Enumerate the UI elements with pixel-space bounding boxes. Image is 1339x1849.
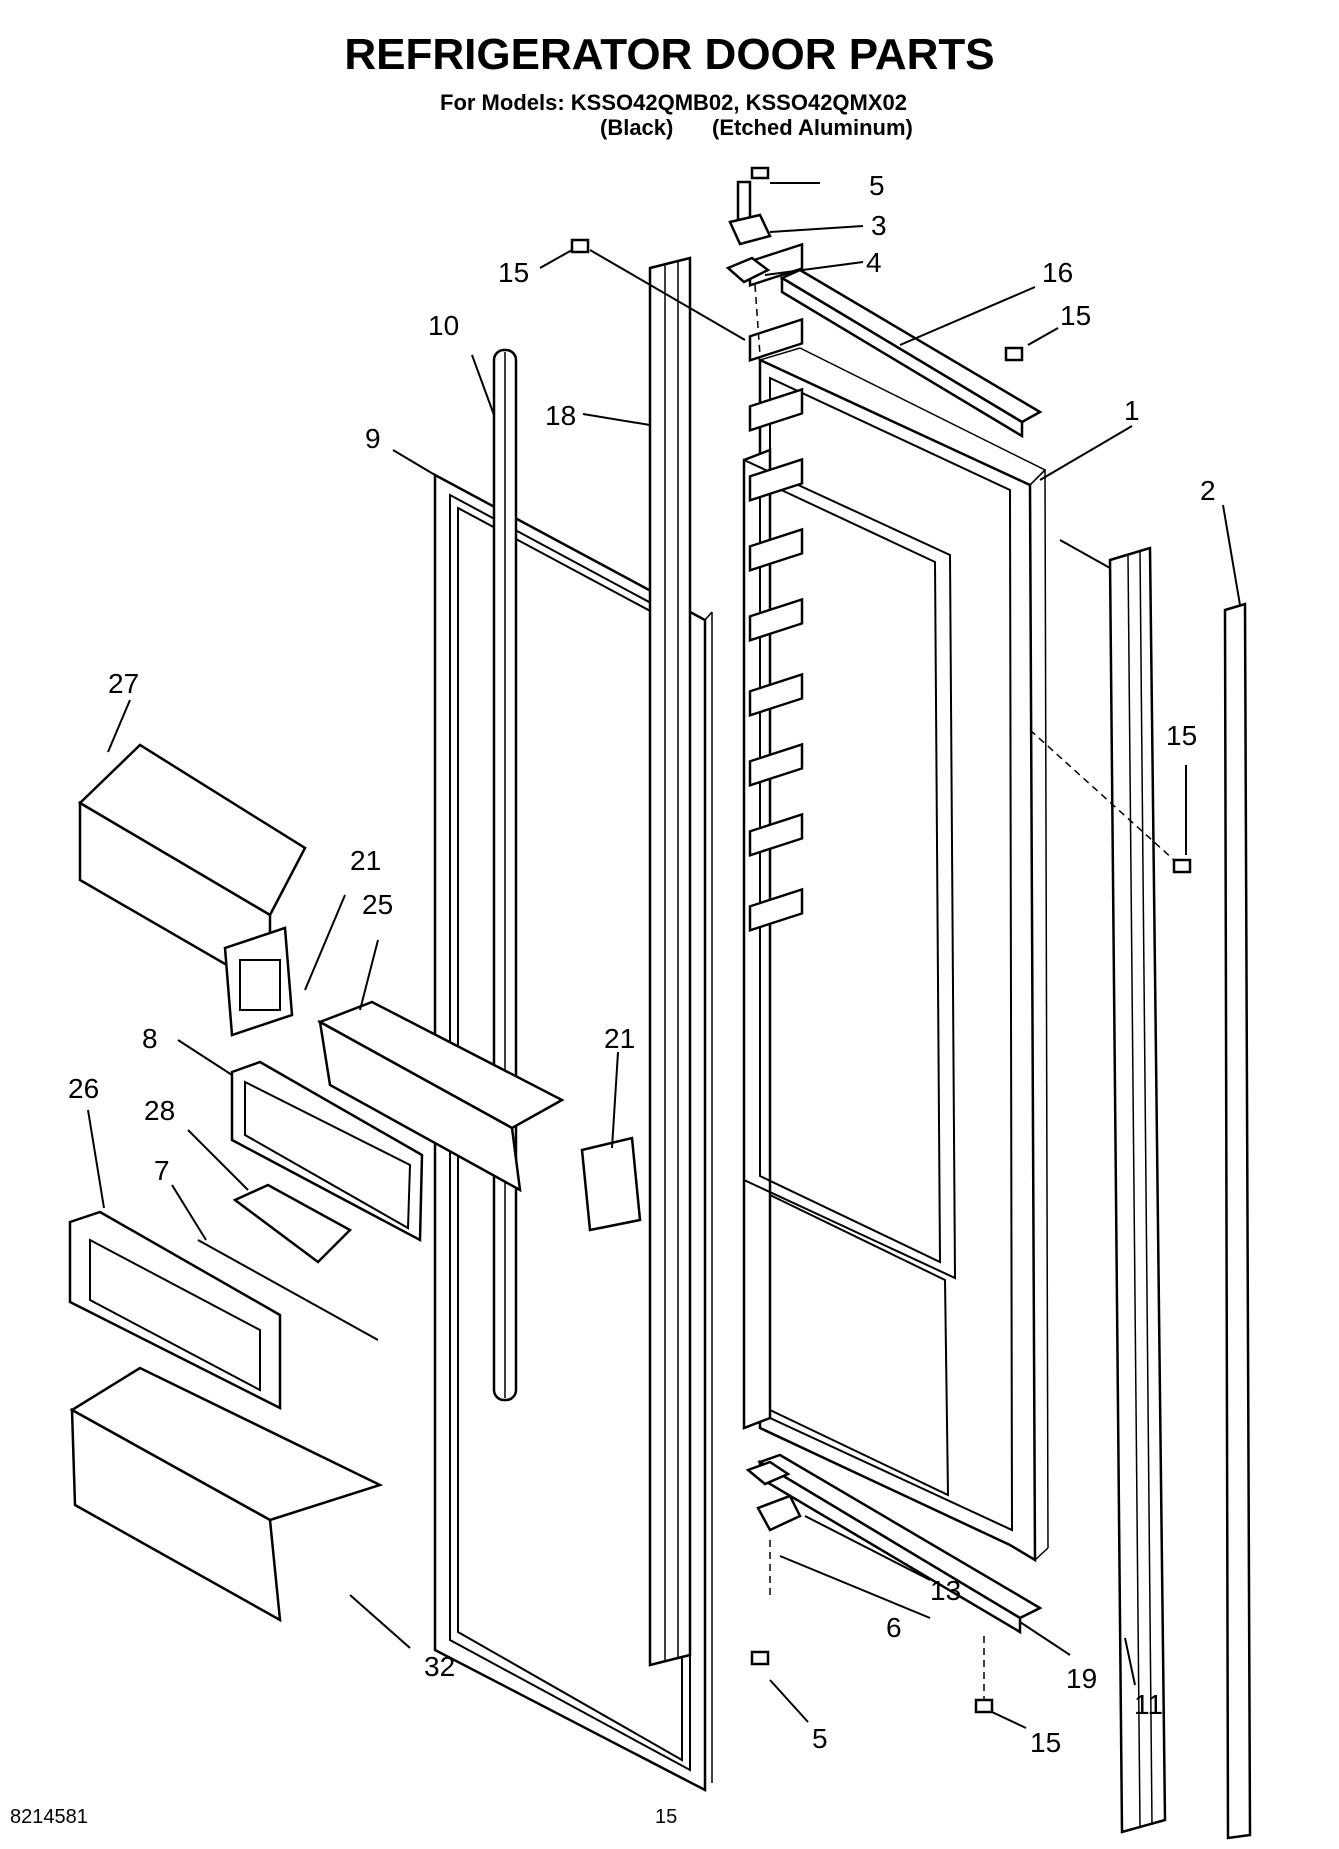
callout-15-bottom: 15 [1030,1727,1061,1758]
callout-2: 2 [1200,475,1216,506]
part-door-bin-32 [69,1366,384,1623]
screw-icons [570,166,1192,1714]
part-top-channel-16 [779,268,1043,439]
part-top-hinge [725,180,772,356]
callout-21-left: 21 [350,845,381,876]
callout-5-top: 5 [869,170,885,201]
callout-labels: 5 3 4 16 15 15 10 18 9 1 2 27 15 21 25 8… [68,170,1216,1758]
part-door-liner [742,242,1049,1563]
callout-7: 7 [154,1155,170,1186]
callout-32: 32 [424,1651,455,1682]
callout-13: 13 [930,1575,961,1606]
part-seal-strip-2 [1223,602,1252,1840]
callout-27: 27 [108,668,139,699]
part-bottom-hinge [745,1460,985,1700]
callout-15-top-right: 15 [1060,300,1091,331]
callout-15-top-left: 15 [498,257,529,288]
page-title: REFRIGERATOR DOOR PARTS [344,30,995,79]
callout-15-right: 15 [1166,720,1197,751]
callout-25: 25 [362,889,393,920]
part-bracket-21-left [223,926,294,1037]
document-number: 8214581 [10,1806,88,1828]
part-rod-7 [197,1239,379,1341]
leader-lines [87,182,1241,1729]
callout-19: 19 [1066,1663,1097,1694]
callout-11: 11 [1134,1689,1163,1720]
part-dispenser-housing-25 [317,1000,565,1193]
callout-21-right: 21 [604,1023,635,1054]
callout-1: 1 [1124,395,1140,426]
callout-10: 10 [428,310,459,341]
callout-16: 16 [1042,257,1073,288]
variant-black: (Black) [600,115,674,140]
part-side-trim-11 [1108,546,1167,1834]
callout-5-bottom: 5 [812,1723,828,1754]
part-frame-8 [230,1060,424,1243]
variant-etched-aluminum: (Etched Aluminum) [712,115,913,140]
page-number: 15 [655,1806,678,1828]
part-door-bin-27 [77,743,307,993]
part-vertical-seal-10 [492,348,518,1402]
callout-9: 9 [365,423,381,454]
part-trim-channel-18 [648,256,692,1667]
models-line: For Models: KSSO42QMB02, KSSO42QMX02 [440,90,908,115]
callout-18: 18 [545,400,576,431]
callout-26: 26 [68,1073,99,1104]
callout-28: 28 [144,1095,175,1126]
part-bracket-21-right [580,1136,642,1232]
part-tray-28 [232,1183,353,1264]
callout-8: 8 [142,1023,158,1054]
callout-6: 6 [886,1612,902,1643]
liner-bin-supports [748,242,804,932]
part-bin-front-26 [68,1210,282,1411]
callout-3: 3 [871,210,887,241]
callout-4: 4 [866,247,882,278]
